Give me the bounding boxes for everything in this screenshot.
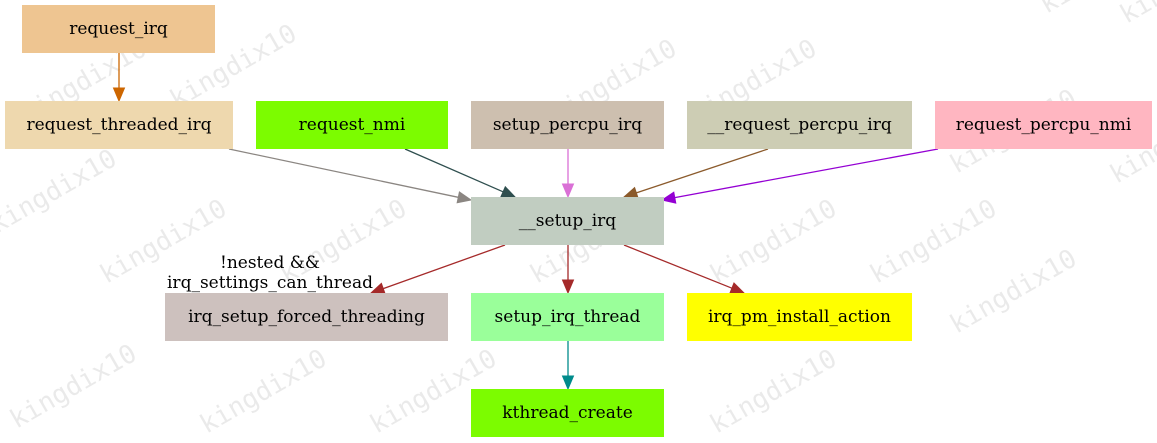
- node-request-percpu-irq-internal: __request_percpu_irq: [687, 101, 912, 149]
- edge-label-forced-threading: !nested && irq_settings_can_thread: [130, 253, 410, 293]
- edge-arrowhead: [561, 375, 575, 391]
- edge---request-percpu-irq-to---setup-irq: [636, 148, 769, 194]
- edge-arrowhead: [112, 87, 126, 103]
- node-request-irq: request_irq: [22, 5, 215, 53]
- node-request-nmi: request_nmi: [256, 101, 448, 149]
- edge-arrowhead: [456, 191, 473, 204]
- edge-request-threaded-irq-to---setup-irq: [228, 148, 459, 198]
- node-kthread-create: kthread_create: [471, 389, 664, 437]
- node-request-percpu-nmi: request_percpu_nmi: [935, 101, 1152, 149]
- node-irq-setup-forced-threading: irq_setup_forced_threading: [165, 293, 448, 341]
- node-setup-irq-internal: __setup_irq: [471, 197, 664, 245]
- edge-arrowhead: [729, 282, 746, 294]
- node-request-threaded-irq: request_threaded_irq: [5, 101, 233, 149]
- node-setup-irq-thread: setup_irq_thread: [471, 293, 664, 341]
- edge---setup-irq-to-irq-setup-forced-threading: [383, 244, 506, 290]
- edge-arrowhead: [561, 279, 575, 295]
- edge-arrowhead: [660, 191, 677, 204]
- edge-label-line-2: irq_settings_can_thread: [167, 273, 373, 293]
- edge---setup-irq-to-irq-pm-install-action: [623, 244, 733, 289]
- edge-arrowhead: [500, 185, 517, 198]
- edge-request-percpu-nmi-to---setup-irq: [674, 148, 939, 199]
- edge-arrowhead: [561, 183, 575, 199]
- edge-label-line-1: !nested &&: [219, 253, 320, 273]
- node-setup-percpu-irq: setup_percpu_irq: [471, 101, 664, 149]
- node-irq-pm-install-action: irq_pm_install_action: [687, 293, 912, 341]
- edge-request-nmi-to---setup-irq: [404, 148, 504, 193]
